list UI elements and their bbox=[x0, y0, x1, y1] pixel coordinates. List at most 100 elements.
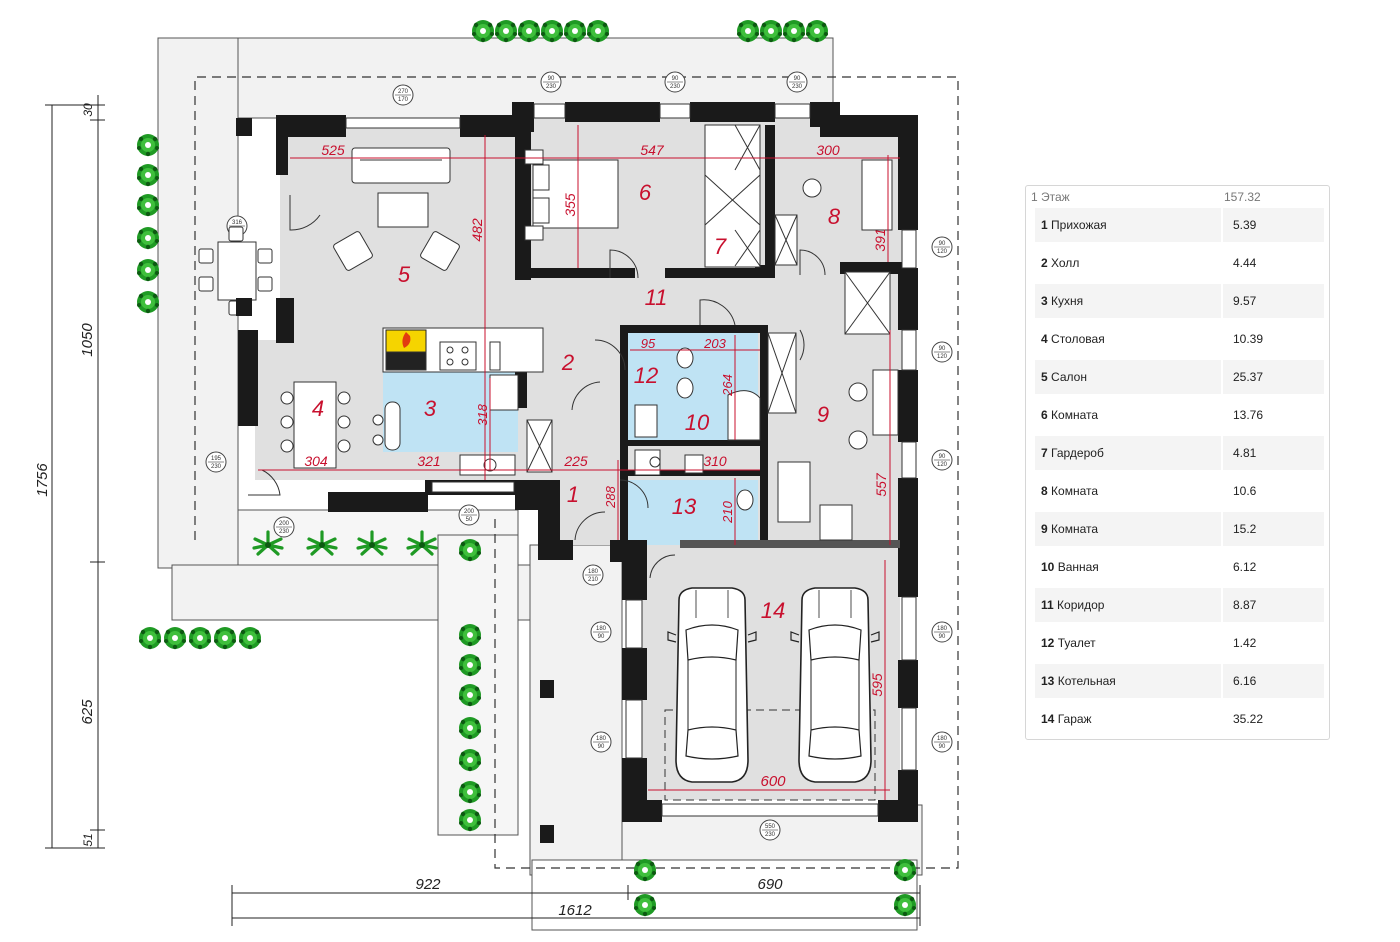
svg-text:230: 230 bbox=[279, 529, 290, 535]
windows bbox=[345, 103, 917, 817]
room-number: 14 bbox=[1041, 712, 1055, 726]
room-name-cell: 2 Холл bbox=[1035, 246, 1221, 280]
dim-left-total: 1756 bbox=[34, 463, 51, 497]
dim-left-seg-1: 30 bbox=[81, 103, 95, 117]
room-name-cell: 10 Ванная bbox=[1035, 550, 1221, 584]
room-area: 6.16 bbox=[1223, 664, 1324, 698]
room-number-3: 3 bbox=[424, 396, 437, 421]
svg-text:90: 90 bbox=[939, 454, 946, 460]
room-name-cell: 1 Прихожая bbox=[1035, 208, 1221, 242]
room-area: 10.39 bbox=[1223, 322, 1324, 356]
room-area: 9.57 bbox=[1223, 284, 1324, 318]
room-name: Холл bbox=[1051, 256, 1080, 270]
svg-text:180: 180 bbox=[937, 736, 948, 742]
car-right bbox=[790, 587, 880, 783]
svg-text:180: 180 bbox=[588, 569, 599, 575]
room-name: Гараж bbox=[1057, 712, 1092, 726]
fridge bbox=[489, 374, 519, 411]
svg-text:304: 304 bbox=[304, 453, 328, 469]
svg-text:355: 355 bbox=[562, 193, 578, 217]
inner-dimension-lines bbox=[258, 125, 900, 800]
svg-text:203: 203 bbox=[703, 336, 726, 351]
room-area: 5.39 bbox=[1223, 208, 1324, 242]
room-number-7: 7 bbox=[714, 234, 727, 259]
svg-text:525: 525 bbox=[321, 142, 345, 158]
room-area: 6.12 bbox=[1223, 550, 1324, 584]
room-area: 15.2 bbox=[1223, 512, 1324, 546]
svg-text:230: 230 bbox=[792, 84, 803, 90]
room-name-cell: 14 Гараж bbox=[1035, 702, 1221, 736]
svg-text:170: 170 bbox=[398, 97, 409, 103]
svg-text:316: 316 bbox=[232, 220, 243, 226]
svg-text:180: 180 bbox=[596, 736, 607, 742]
svg-text:264: 264 bbox=[720, 374, 735, 397]
roof-outline bbox=[194, 76, 959, 869]
svg-text:90: 90 bbox=[939, 241, 946, 247]
room-name-cell: 7 Гардероб bbox=[1035, 436, 1221, 470]
svg-text:230: 230 bbox=[546, 84, 557, 90]
room-number-9: 9 bbox=[817, 402, 829, 427]
room-name: Гардероб bbox=[1051, 446, 1104, 460]
svg-text:120: 120 bbox=[937, 462, 948, 468]
room-name-cell: 6 Комната bbox=[1035, 398, 1221, 432]
room-number: 11 bbox=[1041, 598, 1054, 612]
room-name-cell: 4 Столовая bbox=[1035, 322, 1221, 356]
svg-text:270: 270 bbox=[398, 89, 409, 95]
room-name: Столовая bbox=[1051, 332, 1105, 346]
room-number-5: 5 bbox=[398, 262, 411, 287]
room-name-cell: 9 Комната bbox=[1035, 512, 1221, 546]
room-name: Салон bbox=[1051, 370, 1087, 384]
svg-text:300: 300 bbox=[816, 142, 840, 158]
inner-dimension-texts: 525 547 300 482 355 391 95 203 264 318 3… bbox=[304, 142, 889, 790]
room-area: 8.87 bbox=[1223, 588, 1324, 622]
room-area: 4.44 bbox=[1223, 246, 1324, 280]
svg-text:391: 391 bbox=[872, 228, 888, 251]
room-name: Комната bbox=[1051, 484, 1099, 498]
svg-text:547: 547 bbox=[640, 142, 665, 158]
room-name: Комната bbox=[1051, 522, 1099, 536]
svg-text:50: 50 bbox=[466, 517, 473, 523]
room-area: 1.42 bbox=[1223, 626, 1324, 660]
room-numbers: 1 2 3 4 5 6 7 8 9 10 11 12 13 14 bbox=[312, 180, 841, 623]
room-name-cell: 12 Туалет bbox=[1035, 626, 1221, 660]
doors bbox=[248, 195, 826, 579]
room-number: 13 bbox=[1041, 674, 1055, 688]
svg-text:225: 225 bbox=[563, 453, 588, 469]
floor-label: 1 Этаж bbox=[1031, 190, 1070, 204]
svg-text:90: 90 bbox=[939, 346, 946, 352]
room-name: Котельная bbox=[1057, 674, 1116, 688]
svg-text:210: 210 bbox=[720, 500, 735, 523]
room-name: Ванная bbox=[1057, 560, 1099, 574]
svg-text:195: 195 bbox=[211, 456, 222, 462]
room-area: 25.37 bbox=[1223, 360, 1324, 394]
dim-bottom-seg-2: 690 bbox=[757, 876, 783, 893]
cooktop bbox=[439, 341, 477, 371]
svg-text:90: 90 bbox=[672, 76, 679, 82]
room-area: 4.81 bbox=[1223, 436, 1324, 470]
svg-text:600: 600 bbox=[760, 773, 786, 790]
svg-text:318: 318 bbox=[475, 403, 490, 425]
svg-text:95: 95 bbox=[641, 336, 656, 351]
svg-text:120: 120 bbox=[937, 249, 948, 255]
room-number: 10 bbox=[1041, 560, 1055, 574]
svg-text:210: 210 bbox=[588, 577, 599, 583]
plants bbox=[137, 20, 916, 917]
room-name-cell: 3 Кухня bbox=[1035, 284, 1221, 318]
room-name-cell: 8 Комната bbox=[1035, 474, 1221, 508]
